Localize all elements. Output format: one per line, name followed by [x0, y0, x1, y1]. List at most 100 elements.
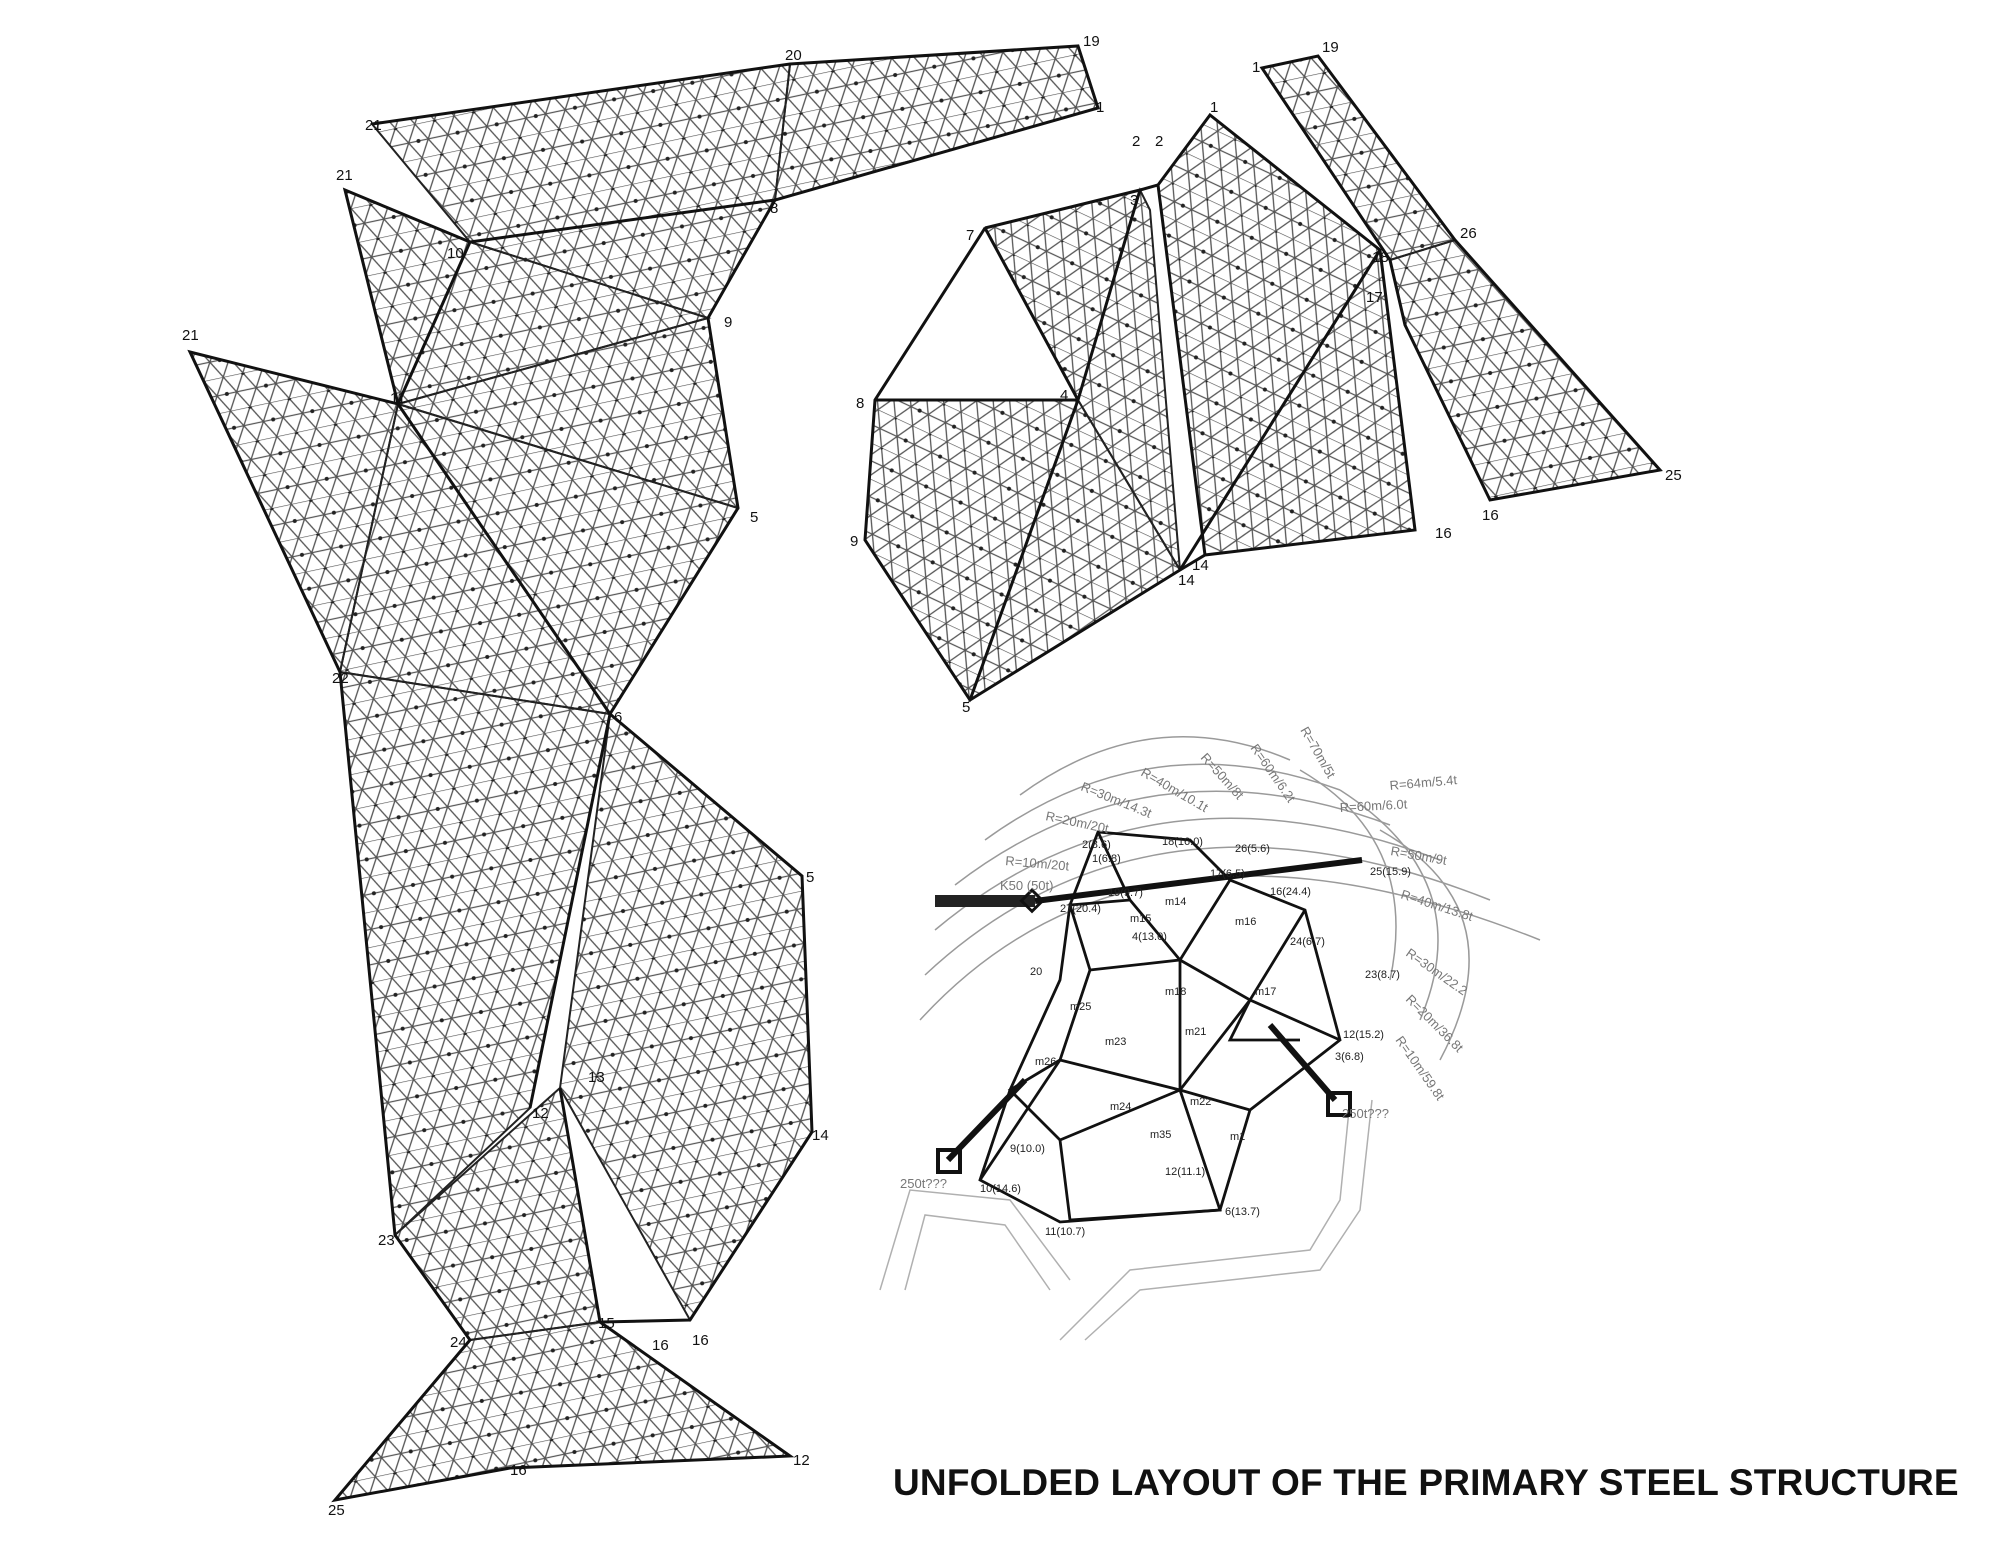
node-label: 5: [806, 869, 814, 886]
node-label: 17: [1366, 289, 1383, 306]
structure-plan-outline: [978, 830, 1342, 1224]
point-label: 12(15.2): [1343, 1029, 1384, 1041]
crawler-crane-left: [936, 1077, 1028, 1174]
left-panel-outline: [187, 44, 1100, 1503]
point-label: m26: [1035, 1056, 1056, 1068]
point-label: m1: [1230, 1131, 1245, 1143]
panel-node-labels: 20 19 21 21 21 10 8 9 11 5 22 6 5 13 12 …: [182, 33, 1682, 1519]
drawing-title: UNFOLDED LAYOUT OF THE PRIMARY STEEL STR…: [893, 1462, 1959, 1503]
node-label: 6: [614, 709, 622, 726]
point-label: 1(6.8): [1092, 853, 1121, 865]
point-label: 11(10.7): [1045, 1226, 1085, 1238]
node-label: 16: [692, 1332, 709, 1349]
node-label: 9: [724, 314, 732, 331]
point-label: 25(15.9): [1370, 866, 1411, 878]
point-label: m17: [1255, 986, 1276, 998]
radius-label: R=50m/9t: [1389, 843, 1448, 868]
node-label: 2: [1132, 133, 1140, 150]
point-label: m22: [1190, 1096, 1211, 1108]
radius-label: R=30m/14.3t: [1079, 779, 1154, 821]
point-label: 4(13.0): [1132, 931, 1167, 943]
point-label: m24: [1110, 1101, 1131, 1113]
point-label: 6(13.7): [1225, 1206, 1260, 1218]
node-label: 1: [1210, 99, 1218, 116]
node-label: 25: [328, 1502, 345, 1519]
node-label: 1: [1096, 99, 1104, 116]
node-label: 16: [510, 1462, 527, 1479]
point-label: 18(16.0): [1162, 836, 1203, 848]
node-label: 15: [598, 1315, 615, 1332]
node-label: 18: [1372, 249, 1389, 266]
radius-label: R=64m/5.4t: [1389, 772, 1458, 793]
middle-panel-outline: [863, 112, 1417, 703]
point-label: 2(8.6): [1082, 839, 1111, 851]
node-label: 21: [336, 167, 353, 184]
point-label: m21: [1185, 1026, 1206, 1038]
point-label: 24(6.7): [1290, 936, 1325, 948]
node-label: 16: [1435, 525, 1452, 542]
crane-site-plan: R=70m/5t R=60m/6.2t R=50m/8t R=40m/10.1t…: [879, 724, 1541, 1341]
point-label: 17(6.5): [1210, 868, 1245, 880]
node-label: 25: [1665, 467, 1682, 484]
radius-label: R=20m/20t: [1044, 808, 1110, 836]
node-label: 5: [750, 509, 758, 526]
point-label: m25: [1070, 1001, 1091, 1013]
radius-label: 250t???: [900, 1176, 947, 1191]
node-label: 10: [447, 245, 464, 262]
point-label: 19(9.7): [1108, 887, 1143, 899]
node-label: 11: [390, 390, 406, 407]
node-label: 8: [770, 200, 778, 217]
radius-label: R=10m/59.8t: [1393, 1033, 1448, 1103]
node-label: 16: [652, 1337, 669, 1354]
right-unfolded-panel: [1259, 54, 1663, 502]
node-label: 9: [850, 533, 858, 550]
node-label: 1: [1252, 59, 1260, 76]
point-label: m23: [1105, 1036, 1126, 1048]
point-label: m18: [1165, 986, 1186, 998]
point-label: 3(6.8): [1335, 1051, 1364, 1063]
point-label: m16: [1235, 916, 1256, 928]
point-label: m15: [1130, 913, 1151, 925]
node-label: 14: [1192, 557, 1209, 574]
right-panel-outline: [1259, 54, 1663, 502]
node-label: 7: [966, 227, 974, 244]
point-label: 9(10.0): [1010, 1143, 1045, 1155]
node-label: 19: [1083, 33, 1100, 50]
radius-label: R=50m/8t: [1198, 750, 1247, 802]
radius-label: K50 (50t): [1000, 878, 1053, 893]
node-label: 4: [1060, 387, 1068, 404]
point-label: 27(20.4): [1060, 903, 1101, 915]
node-label: 12: [793, 1452, 810, 1469]
radius-label: 250t???: [1342, 1106, 1389, 1121]
site-road-outline: [879, 1099, 1373, 1341]
point-label: m14: [1165, 896, 1186, 908]
point-label: m35: [1150, 1129, 1171, 1141]
node-label: 12: [532, 1105, 549, 1122]
node-label: 24: [450, 1334, 467, 1351]
middle-unfolded-panel: [863, 112, 1417, 703]
point-label: 10(14.6): [980, 1183, 1021, 1195]
crawler-crane-right: [1267, 1023, 1352, 1117]
point-label: 26(5.6): [1235, 843, 1270, 855]
node-label: 19: [1322, 39, 1339, 56]
radius-label: R=60m/6.0t: [1339, 796, 1408, 815]
node-label: 2: [1155, 133, 1163, 150]
node-label: 3: [1130, 192, 1138, 209]
point-label: 20: [1030, 966, 1042, 978]
point-label: 16(24.4): [1270, 886, 1311, 898]
node-label: 13: [588, 1069, 605, 1086]
middle-panel-facets: [863, 113, 1417, 703]
node-label: 16: [1482, 507, 1499, 524]
node-label: 14: [812, 1127, 829, 1144]
point-label: 23(8.7): [1365, 969, 1400, 981]
node-label: 14: [1178, 572, 1195, 589]
left-unfolded-panel: [187, 44, 1100, 1503]
node-label: 23: [378, 1232, 395, 1249]
tower-crane-jib: [935, 857, 1363, 914]
node-label: 20: [785, 47, 802, 64]
radius-label: R=10m/20t: [1005, 853, 1070, 874]
point-label: 12(11.1): [1165, 1166, 1205, 1178]
node-label: 5: [962, 699, 970, 716]
node-label: 21: [365, 117, 382, 134]
